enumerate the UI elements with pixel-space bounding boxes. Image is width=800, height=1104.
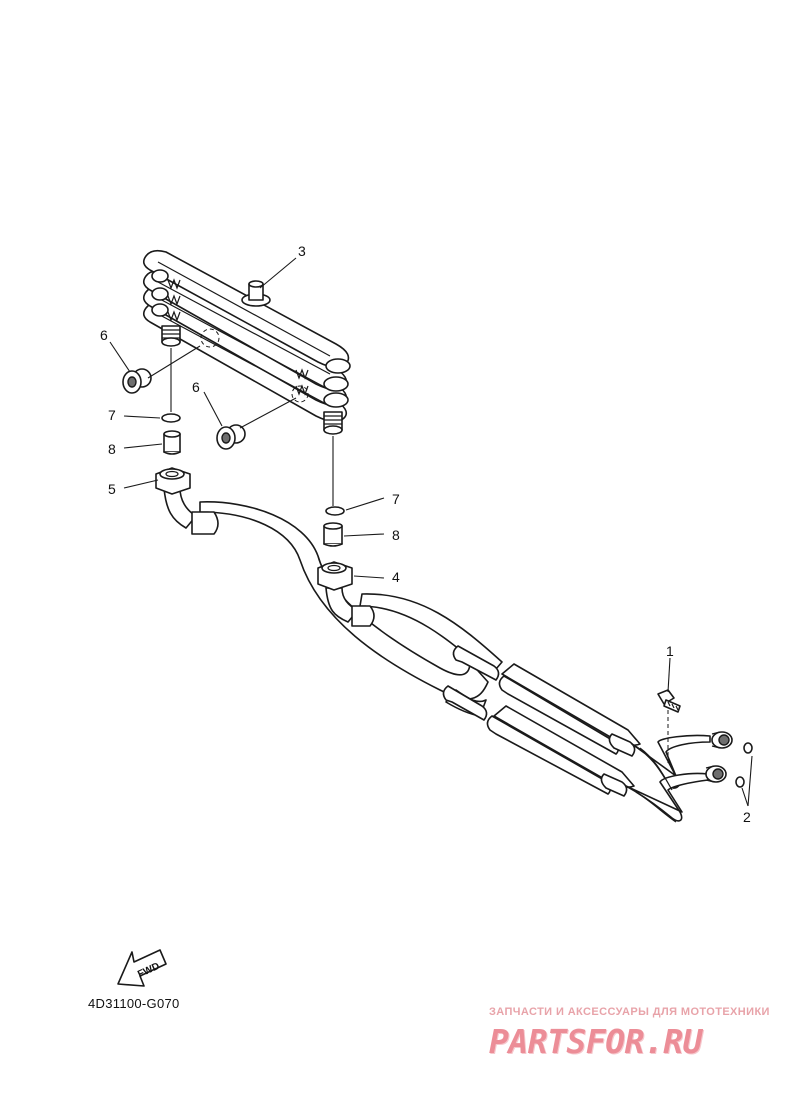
- fwd-arrow-icon: FWD: [117, 949, 167, 987]
- watermark-tagline: ЗАПЧАСТИ И АКСЕССУАРЫ ДЛЯ МОТОТЕХНИКИ: [489, 1006, 770, 1018]
- callout-7-right: 7: [392, 491, 400, 507]
- diagram-code: 4D31100-G070: [88, 996, 180, 1011]
- grommet-lower[interactable]: [216, 424, 246, 450]
- callout-6-upper: 6: [100, 327, 108, 343]
- hose-fitting-5[interactable]: [155, 467, 219, 535]
- hose-fitting-4[interactable]: [317, 561, 375, 627]
- grommet-upper[interactable]: [122, 368, 152, 394]
- callout-7-left: 7: [108, 407, 116, 423]
- callout-8-right: 8: [392, 527, 400, 543]
- collar-left[interactable]: [163, 430, 181, 455]
- oil-hose-assembly[interactable]: [199, 501, 733, 823]
- watermark-logo[interactable]: PARTSFOR.RU: [489, 1022, 703, 1061]
- collar-right[interactable]: [323, 522, 343, 547]
- callout-2: 2: [743, 809, 751, 825]
- o-ring-left[interactable]: [161, 413, 181, 423]
- callout-1: 1: [666, 643, 674, 659]
- callout-6-lower: 6: [192, 379, 200, 395]
- callout-5: 5: [108, 481, 116, 497]
- callout-4: 4: [392, 569, 400, 585]
- callout-3: 3: [298, 243, 306, 259]
- callout-8-left: 8: [108, 441, 116, 457]
- o-ring-right[interactable]: [325, 506, 345, 516]
- union-bolt[interactable]: [657, 689, 681, 713]
- leader-lines: [109, 257, 753, 807]
- o-rings-2[interactable]: [735, 742, 753, 788]
- oil-cooler[interactable]: [142, 249, 351, 435]
